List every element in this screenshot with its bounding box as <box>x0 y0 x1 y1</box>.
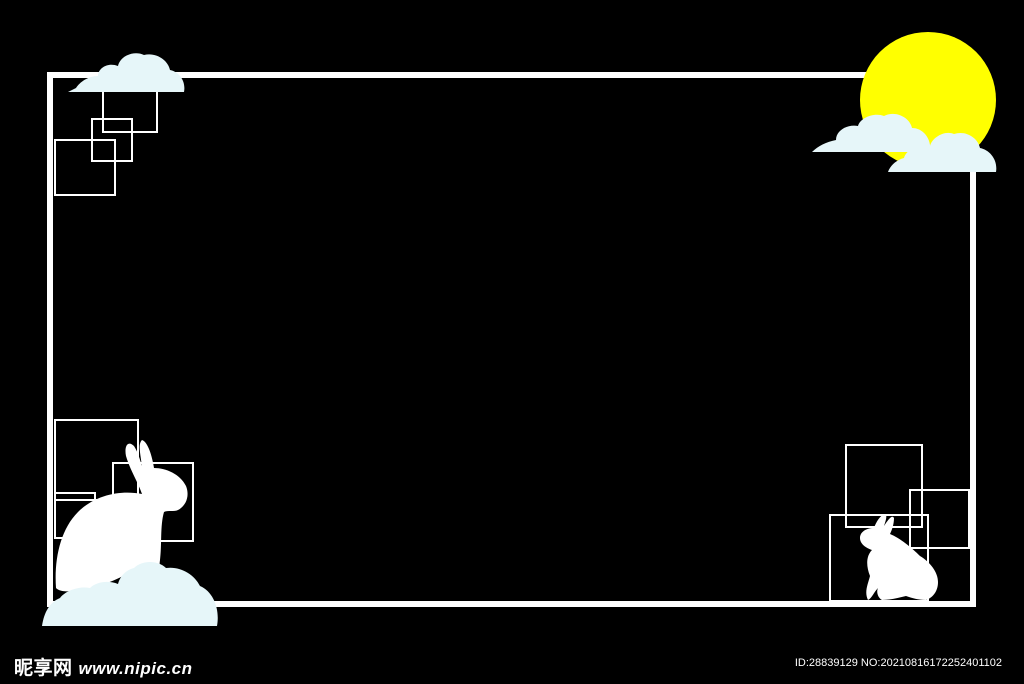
main-frame-border <box>47 72 976 607</box>
large-rabbit-silhouette <box>55 440 188 592</box>
top-right-cloud-icon <box>812 113 931 152</box>
top-left-square-ornament <box>54 87 158 196</box>
bottom-left-cloud-icon <box>42 562 218 626</box>
watermark-brand: 昵享网 www.nipic.cn <box>14 653 193 680</box>
top-left-cloud-icon <box>68 53 185 92</box>
watermark-site-url: www.nipic.cn <box>78 659 193 678</box>
small-rabbit-silhouette <box>860 514 938 600</box>
image-id-label: ID:28839129 NO:20210816172252401102 <box>794 657 1002 669</box>
watermark-brand-name: 昵享网 <box>14 658 73 679</box>
top-right-cloud-2-icon <box>888 132 997 172</box>
